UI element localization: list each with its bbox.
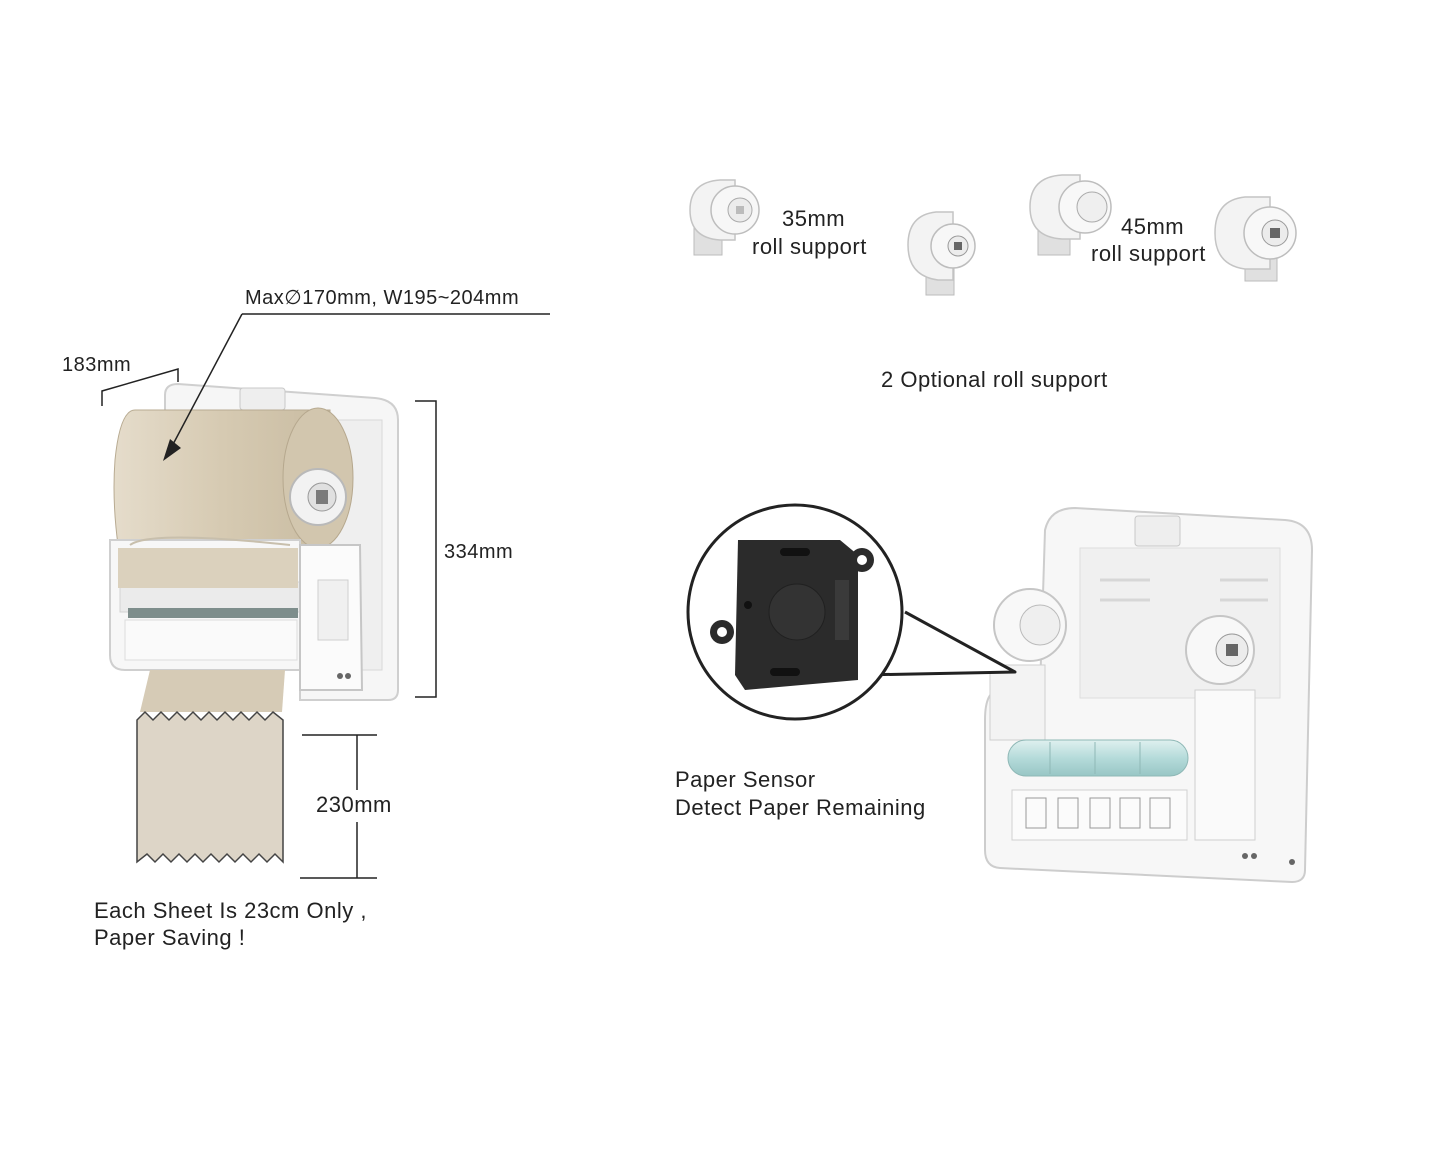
roll-support-35mm-b [907, 211, 976, 296]
support-35-text: roll support [752, 234, 867, 259]
support-45-text: roll support [1091, 241, 1206, 266]
depth-label: 183mm [62, 354, 132, 376]
roll-support-35mm-a [689, 179, 760, 256]
paper-sheet [136, 710, 284, 864]
dimension-lines [101, 313, 550, 879]
sensor-description: Detect Paper Remaining [675, 795, 926, 820]
arrow-head [163, 439, 181, 461]
roll-spec-label: Max∅170mm, W195~204mm [245, 287, 520, 309]
support-45-size: 45mm [1121, 214, 1185, 239]
sheet-caption-line2: Paper Saving ! [94, 925, 246, 950]
sensor-title: Paper Sensor [675, 767, 816, 792]
right-dispenser [984, 506, 1314, 884]
left-dispenser [109, 382, 399, 712]
optional-support-caption: 2 Optional roll support [881, 367, 1108, 392]
height-label: 334mm [444, 541, 514, 563]
sheet-caption-line1: Each Sheet Is 23cm Only , [94, 898, 367, 923]
sensor-callout [686, 503, 1017, 721]
support-35-size: 35mm [782, 206, 846, 231]
roll-support-45mm-b [1214, 196, 1297, 282]
sheet-length-label: 230mm [316, 792, 392, 817]
roll-support-45mm-a [1029, 174, 1112, 256]
